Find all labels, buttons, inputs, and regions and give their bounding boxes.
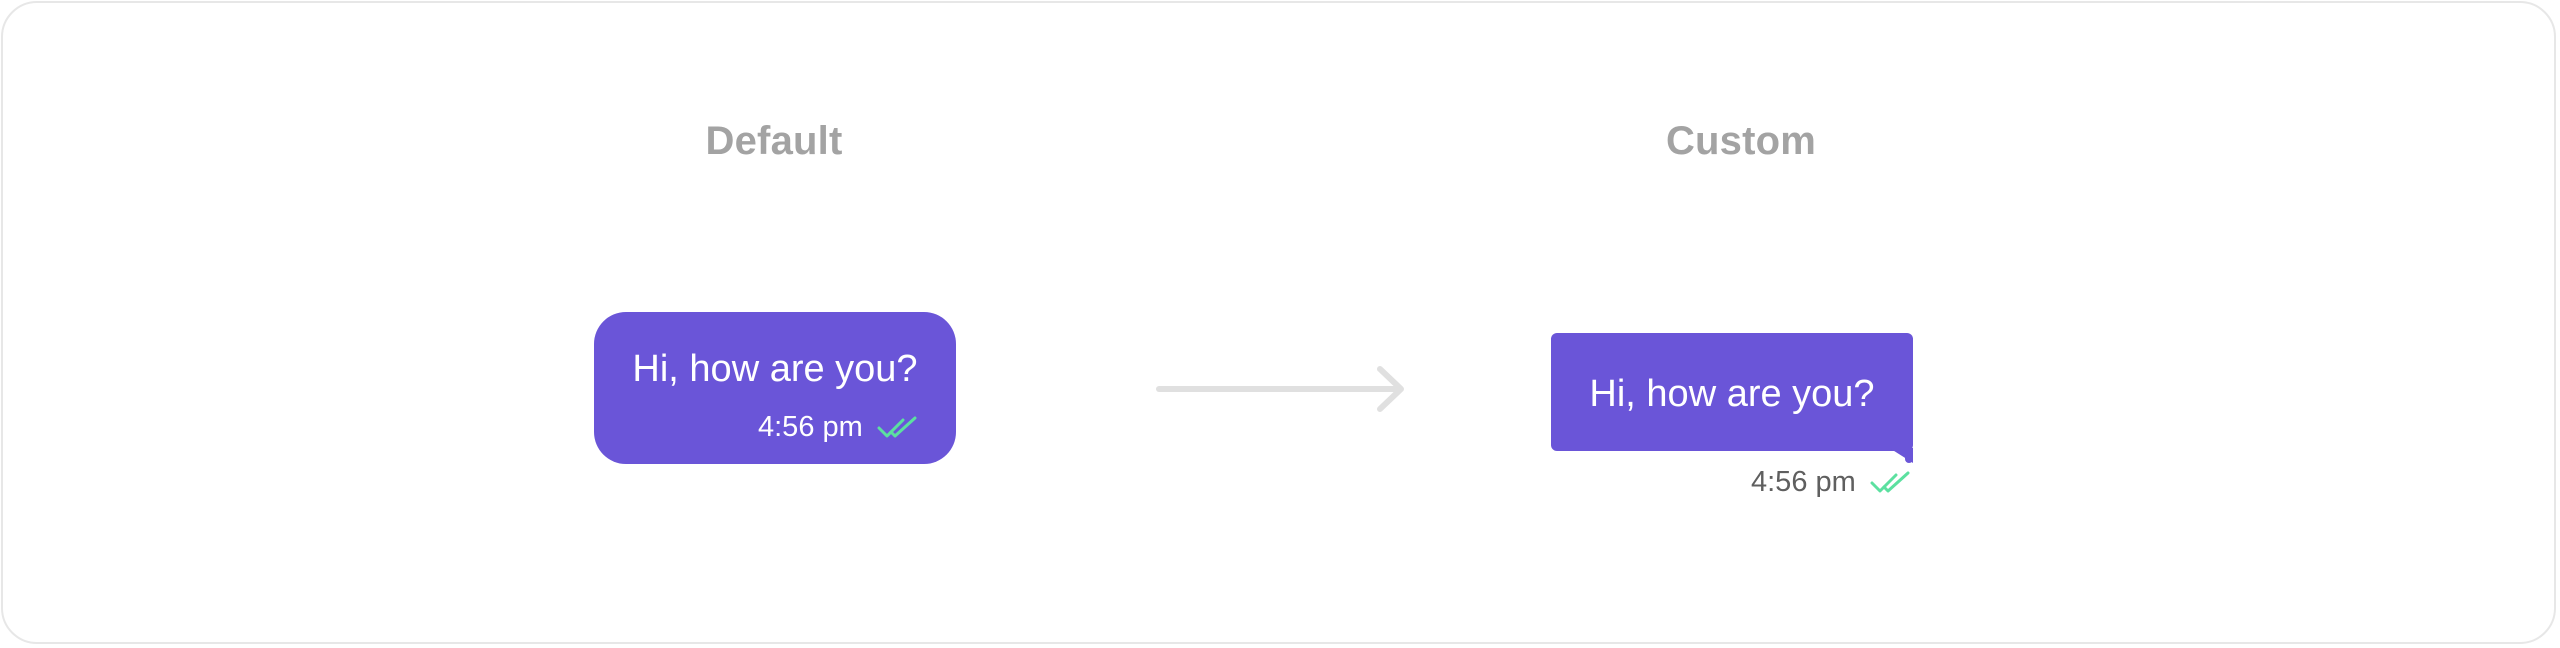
custom-message-bubble[interactable]: Hi, how are you? (1551, 333, 1913, 451)
double-check-icon (877, 416, 917, 437)
double-check-icon (1870, 471, 1910, 492)
arrow-right-icon (1156, 366, 1404, 412)
default-message-text: Hi, how are you? (632, 348, 918, 390)
default-message-meta: 4:56 pm (758, 411, 919, 444)
default-message-time: 4:56 pm (758, 411, 863, 443)
custom-bubble-tail-tip (1905, 448, 1913, 463)
custom-heading: Custom (1665, 119, 1817, 163)
default-heading: Default (705, 119, 843, 163)
custom-message-meta: 4:56 pm (1751, 466, 1912, 499)
default-message-bubble[interactable]: Hi, how are you? (594, 312, 956, 464)
custom-message-text: Hi, how are you? (1589, 373, 1875, 415)
custom-message-time: 4:56 pm (1751, 466, 1856, 498)
